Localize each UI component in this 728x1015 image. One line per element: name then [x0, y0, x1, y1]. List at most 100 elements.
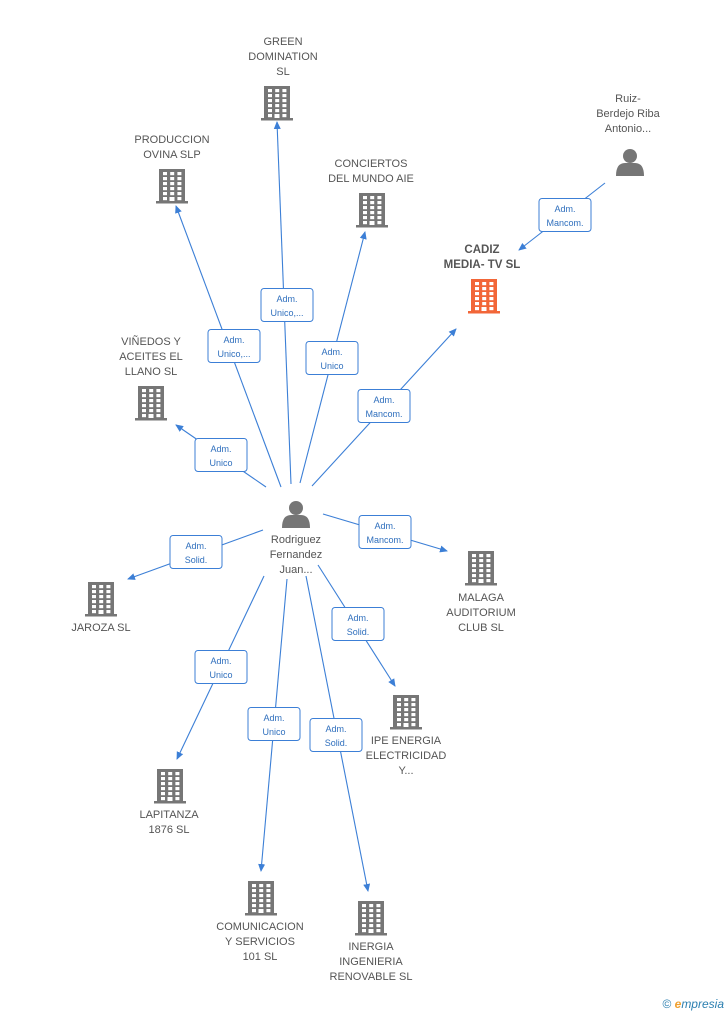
copyright-icon: © [662, 997, 672, 1011]
node-label-line: Fernandez [270, 549, 323, 561]
node-label-line: Ruiz- [615, 93, 641, 105]
relation-label-text: Unico,... [270, 308, 303, 318]
node-label-line: CADIZ [464, 244, 499, 256]
relation-label-box [305, 341, 359, 375]
relation-label-rodriguez-green[interactable]: Adm.Unico,... [260, 288, 314, 322]
node-label: INERGIA INGENIERIA RENOVABLE SL [330, 941, 413, 983]
relation-label-text: Solid. [347, 627, 370, 637]
relation-label-rodriguez-lapitanza[interactable]: Adm. Unico [194, 650, 248, 684]
node-label-line: LAPITANZA [139, 809, 199, 821]
relation-label-rodriguez-cadiz[interactable]: Adm.Mancom. [357, 389, 411, 423]
node-label-line: MALAGA [458, 592, 505, 604]
relation-label-rodriguez-malaga[interactable]: Adm.Mancom. [358, 515, 412, 549]
company-node-ipe[interactable]: IPE ENERGIAELECTRICIDADY... [366, 695, 447, 777]
relation-label-box [331, 607, 385, 641]
node-label: LAPITANZA 1876 SL [139, 809, 199, 836]
node-label-line: Juan... [279, 564, 312, 576]
node-label-line: JAROZA SL [71, 622, 130, 634]
building-icon [154, 769, 186, 804]
node-label-line: 1876 SL [149, 824, 190, 836]
relation-label-rodriguez-produccion[interactable]: Adm.Unico,... [207, 329, 261, 363]
relation-label-box [194, 438, 248, 472]
company-node-inergia[interactable]: INERGIA INGENIERIA RENOVABLE SL [330, 901, 413, 983]
relation-label-box [358, 515, 412, 549]
watermark: © empresia [662, 997, 724, 1011]
relation-label-text: Unico [209, 458, 232, 468]
relation-label-ruiz-cadiz[interactable]: Adm.Mancom. [538, 198, 592, 232]
building-icon [355, 901, 387, 936]
relation-label-text: Adm. [210, 444, 231, 454]
company-node-green[interactable]: GREEN DOMINATION SL [248, 36, 318, 121]
node-label-line: MEDIA- TV SL [444, 259, 521, 271]
brand-initial: e [674, 997, 682, 1011]
relation-label-text: Mancom. [366, 535, 403, 545]
relation-label-text: Adm. [347, 613, 368, 623]
node-label: RodriguezFernandezJuan... [270, 534, 323, 576]
relation-label-rodriguez-vinedos[interactable]: Adm. Unico [194, 438, 248, 472]
node-label-line: INGENIERIA [339, 956, 403, 968]
relation-label-box [309, 718, 363, 752]
relation-label-rodriguez-comunicacion[interactable]: Adm. Unico [247, 707, 301, 741]
relation-label-rodriguez-jaroza[interactable]: Adm.Solid. [169, 535, 223, 569]
building-icon [468, 279, 500, 314]
person-icon [616, 149, 644, 176]
node-label-line: AUDITORIUM [446, 607, 515, 619]
relation-label-text: Solid. [325, 738, 348, 748]
relation-label-text: Mancom. [546, 218, 583, 228]
relation-label-box [169, 535, 223, 569]
building-icon [135, 386, 167, 421]
relation-label-text: Adm. [210, 656, 231, 666]
node-label-line: SL [276, 66, 289, 78]
node-label-line: GREEN [263, 36, 302, 48]
company-node-malaga[interactable]: MALAGA AUDITORIUM CLUB SL [446, 551, 516, 634]
company-node-cadiz[interactable]: CADIZ MEDIA- TV SL [444, 244, 521, 314]
node-label-line: ELECTRICIDAD [366, 750, 447, 762]
building-icon [156, 169, 188, 204]
relation-label-text: Unico [209, 670, 232, 680]
node-label: GREEN DOMINATION SL [248, 36, 318, 78]
building-icon [261, 86, 293, 121]
node-label: Ruiz-Berdejo RibaAntonio... [596, 93, 660, 135]
node-label-line: CLUB SL [458, 622, 504, 634]
node-label-line: 101 SL [243, 951, 278, 963]
building-icon [390, 695, 422, 730]
building-icon [85, 582, 117, 617]
person-node-ruiz[interactable]: Ruiz-Berdejo RibaAntonio... [596, 93, 661, 176]
brand-name: mpresia [681, 997, 724, 1011]
node-label: JAROZA SL [71, 622, 130, 634]
relation-label-rodriguez-conciertos[interactable]: Adm. Unico [305, 341, 359, 375]
node-label: MALAGA AUDITORIUM CLUB SL [446, 592, 515, 634]
node-label-line: Rodriguez [271, 534, 321, 546]
company-node-jaroza[interactable]: JAROZA SL [71, 582, 131, 634]
node-label: CADIZ MEDIA- TV SL [444, 244, 521, 271]
relation-label-text: Unico [262, 727, 285, 737]
node-label-line: INERGIA [348, 941, 394, 953]
relation-label-text: Adm. [263, 713, 284, 723]
company-node-lapitanza[interactable]: LAPITANZA 1876 SL [139, 769, 199, 836]
node-label: IPE ENERGIAELECTRICIDADY... [366, 735, 447, 777]
node-label-line: LLANO SL [125, 366, 178, 378]
relation-label-text: Solid. [185, 555, 208, 565]
relation-label-rodriguez-inergia[interactable]: Adm.Solid. [309, 718, 363, 752]
building-icon [245, 881, 277, 916]
relation-label-text: Adm. [223, 335, 244, 345]
relation-label-text: Adm. [321, 347, 342, 357]
person-node-rodriguez[interactable]: RodriguezFernandezJuan... [270, 501, 323, 576]
building-icon [465, 551, 497, 586]
node-label-line: RENOVABLE SL [330, 971, 413, 983]
node-label-line: DOMINATION [248, 51, 318, 63]
node-label-line: DEL MUNDO AIE [328, 173, 414, 185]
relation-label-text: Unico [320, 361, 343, 371]
relation-label-rodriguez-ipe[interactable]: Adm. Solid. [331, 607, 385, 641]
relation-label-box [357, 389, 411, 423]
node-label-line: OVINA SLP [143, 149, 200, 161]
